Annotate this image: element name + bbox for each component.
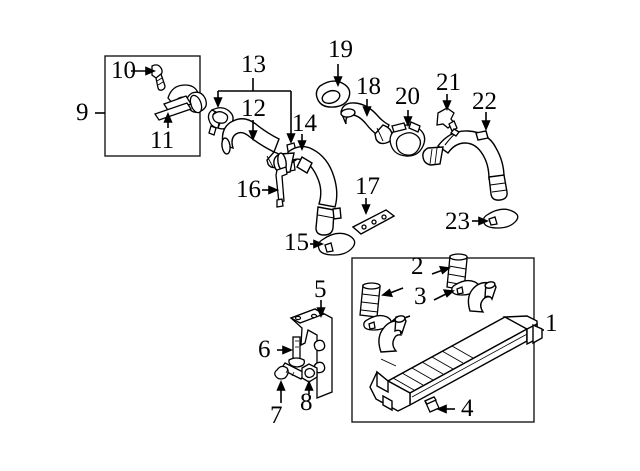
callout-9: 9 (76, 99, 89, 126)
leader-3-a (433, 289, 455, 301)
callout-19: 19 (328, 36, 353, 63)
part-1-intercooler (369, 281, 543, 412)
leader-5 (316, 300, 326, 319)
callout-10: 10 (111, 57, 136, 84)
leader-22 (481, 112, 491, 132)
callout-6: 6 (258, 336, 271, 363)
leader-15 (310, 239, 325, 249)
part-23-seal-ring (482, 208, 519, 229)
callout-14: 14 (292, 110, 317, 137)
callout-3: 3 (414, 283, 427, 310)
leader-16 (262, 185, 280, 195)
part-8-nut (301, 363, 318, 383)
part-18-connector-hose (340, 102, 393, 145)
part-11-gasket (153, 102, 193, 121)
leader-2-a (431, 265, 451, 275)
part-5-mounting-bracket (289, 308, 333, 399)
leader-23 (472, 216, 490, 226)
leader-13 (213, 78, 296, 145)
leader-21 (442, 94, 452, 112)
callout-7: 7 (270, 402, 283, 429)
callout-17: 17 (355, 173, 380, 200)
part-10-bolt (151, 64, 166, 91)
leader-8 (304, 379, 314, 394)
part-4-insulator-pad (424, 396, 440, 413)
leader-7 (276, 379, 286, 403)
leader-10 (131, 66, 157, 76)
leader-20 (403, 110, 413, 128)
part-15-seal-ring (317, 232, 356, 256)
callout-8: 8 (300, 389, 313, 416)
part-16-clip (275, 166, 288, 208)
callout-4: 4 (461, 395, 474, 422)
part-19-gasket (315, 80, 351, 108)
leader-18 (362, 99, 372, 118)
leader-17 (361, 198, 371, 216)
part-20-clamp-ring (389, 121, 426, 157)
leader-2-b (381, 287, 404, 298)
callout-12: 12 (241, 95, 266, 122)
leader-14 (297, 134, 307, 152)
part-7-bolt (274, 362, 306, 380)
part-21-sensor-clip (436, 107, 458, 132)
callout-23: 23 (445, 208, 470, 235)
part-22-air-duct-hose (422, 128, 508, 201)
part-2-sleeve-b (359, 282, 381, 318)
callout-11: 11 (150, 127, 175, 154)
leader-19 (333, 64, 343, 88)
callout-5: 5 (314, 276, 327, 303)
leader-11 (163, 111, 173, 128)
callout-18: 18 (356, 73, 381, 100)
leader-12 (248, 120, 258, 142)
callout-20: 20 (395, 83, 420, 110)
callout-15: 15 (284, 229, 309, 256)
callout-21: 21 (436, 69, 461, 96)
leader-6 (277, 345, 294, 355)
callout-13: 13 (241, 51, 266, 78)
leader-4 (435, 404, 455, 414)
callout-16: 16 (236, 176, 261, 203)
callout-1: 1 (545, 310, 558, 337)
part-12-inlet-hose (221, 118, 283, 169)
callout-22: 22 (472, 88, 497, 115)
part-14-outlet-hose (273, 145, 342, 236)
part-6-bolt (288, 336, 305, 368)
part-17-bracket-rail (351, 209, 396, 235)
callout-2: 2 (411, 253, 424, 280)
